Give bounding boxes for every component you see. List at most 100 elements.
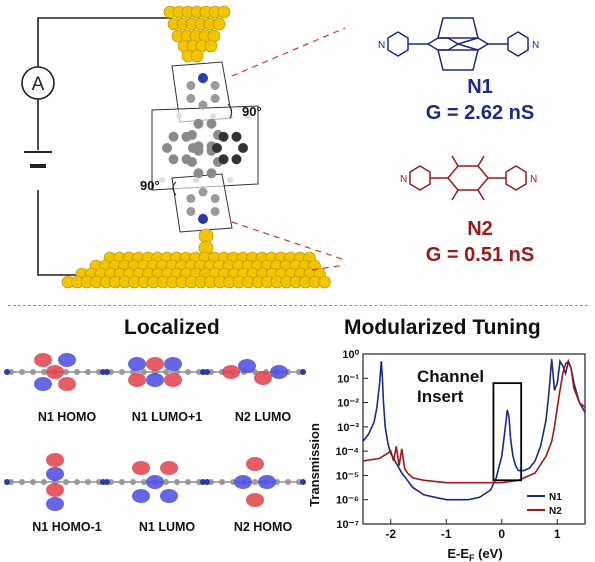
nitrogen-atom bbox=[198, 73, 208, 83]
ammeter-symbol: A bbox=[32, 74, 45, 95]
legend-label: N2 bbox=[549, 506, 562, 517]
y-tick-label: 10⁰ bbox=[342, 349, 359, 361]
tuning-title: Modularized Tuning bbox=[344, 316, 541, 339]
carbon-atom bbox=[186, 207, 196, 216]
carbon-atom bbox=[162, 143, 172, 153]
n2-label: N2 bbox=[467, 218, 493, 240]
carbon-atom bbox=[218, 154, 229, 165]
orbital-label-n2-lumo: N2 LUMO bbox=[234, 410, 292, 424]
insert-annotation: Insert bbox=[417, 387, 464, 406]
carbon-atom bbox=[231, 154, 242, 165]
y-tick-label: 10⁻³ bbox=[337, 422, 359, 434]
channel-annotation: Channel bbox=[417, 367, 484, 386]
hydrogen-atom bbox=[159, 177, 165, 183]
carbon-atom bbox=[210, 207, 220, 216]
orbital-thumbnail bbox=[104, 461, 206, 503]
orbital-label-n2-homo: N2 HOMO bbox=[233, 520, 293, 534]
y-tick-label: 10⁻⁵ bbox=[336, 470, 359, 482]
n1-structure bbox=[387, 17, 529, 71]
molecule-structures: N N N N bbox=[378, 17, 539, 201]
x-tick-label: 0 bbox=[498, 527, 505, 541]
orbital-label-n1-lumo-plus-1: N1 LUMO+1 bbox=[131, 410, 203, 424]
hydrogen-atom bbox=[210, 113, 216, 119]
carbon-atom bbox=[193, 145, 204, 156]
carbon-atom bbox=[186, 81, 196, 90]
ammeter: A bbox=[21, 66, 55, 100]
y-tick-label: 10⁻² bbox=[337, 398, 359, 410]
carbon-atom bbox=[187, 130, 197, 140]
orbital-label-n1-homo: N1 HOMO bbox=[37, 410, 97, 424]
carbon-atom bbox=[168, 131, 179, 142]
carbon-atom bbox=[186, 94, 196, 103]
hydrogen-atom bbox=[244, 113, 250, 119]
bottom-gold-electrode bbox=[61, 228, 331, 289]
carbon-atom bbox=[206, 168, 217, 179]
angle-bottom-label: 90° bbox=[140, 178, 160, 193]
molecule-planes bbox=[151, 61, 259, 233]
transmission-chart: Transmission E-EF (eV) Channel Insert -2… bbox=[307, 349, 586, 562]
carbon-atom bbox=[193, 118, 204, 129]
carbon-atom bbox=[212, 143, 222, 153]
orbital-label-n1-lumo: N1 LUMO bbox=[138, 520, 196, 534]
gold-atom bbox=[204, 39, 218, 53]
x-tick-label: 1 bbox=[554, 527, 561, 541]
carbon-atom bbox=[218, 131, 229, 142]
channel-insert-box bbox=[492, 382, 523, 482]
x-axis-label: E-EF (eV) bbox=[447, 546, 502, 562]
svg-text:N: N bbox=[530, 174, 537, 185]
carbon-atom bbox=[168, 154, 179, 165]
orbital-thumbnail bbox=[204, 457, 306, 507]
carbon-atom bbox=[187, 157, 197, 167]
orbital-label-n1-homo-1: N1 HOMO-1 bbox=[32, 520, 102, 534]
x-tick-label: -2 bbox=[385, 527, 396, 541]
gold-atom bbox=[190, 49, 204, 63]
carbon-atom bbox=[210, 94, 220, 103]
orbital-thumbnail bbox=[4, 353, 106, 391]
orbital-thumbnail bbox=[104, 357, 206, 387]
gold-atom bbox=[318, 275, 331, 289]
localized-title: Localized bbox=[124, 316, 220, 339]
svg-text:N: N bbox=[400, 174, 407, 185]
nitrogen-atom bbox=[198, 214, 208, 224]
carbon-atom bbox=[198, 187, 208, 197]
y-axis-label: Transmission bbox=[307, 423, 322, 507]
dashed-guides bbox=[231, 27, 346, 271]
n1-conductance: G = 2.62 nS bbox=[425, 102, 535, 124]
carbon-atom bbox=[231, 131, 242, 142]
n2-conductance: G = 0.51 nS bbox=[425, 244, 535, 266]
carbon-atom bbox=[210, 194, 220, 203]
gold-atom bbox=[217, 5, 231, 19]
gold-atom bbox=[212, 17, 226, 31]
battery-symbol bbox=[24, 151, 52, 168]
orbital-grid bbox=[4, 353, 306, 511]
circuit-wire bbox=[37, 17, 172, 276]
carbon-atom bbox=[186, 194, 196, 203]
junction-schematic: A 90° 90° bbox=[21, 5, 346, 289]
legend-label: N1 bbox=[549, 492, 562, 503]
carbon-atom bbox=[193, 168, 204, 179]
svg-text:N: N bbox=[378, 40, 385, 51]
series-line-n1 bbox=[362, 358, 586, 501]
carbon-atom bbox=[210, 81, 220, 90]
section-divider bbox=[8, 305, 588, 306]
top-gold-electrode bbox=[163, 5, 231, 63]
carbon-atom bbox=[238, 143, 248, 153]
carbon-atom bbox=[206, 118, 217, 129]
x-tick-label: -1 bbox=[441, 527, 452, 541]
n1-label: N1 bbox=[467, 76, 493, 98]
orbital-thumbnail bbox=[204, 359, 306, 385]
svg-text:N: N bbox=[532, 40, 539, 51]
molecule-atoms bbox=[159, 73, 250, 224]
angle-top-label: 90° bbox=[242, 104, 262, 119]
hydrogen-atom bbox=[193, 177, 199, 183]
series-line-n2 bbox=[362, 359, 586, 484]
carbon-atom bbox=[198, 100, 208, 110]
plot-frame bbox=[362, 353, 586, 525]
orbital-thumbnail bbox=[4, 453, 106, 511]
hydrogen-atom bbox=[176, 113, 182, 119]
n2-structure bbox=[409, 155, 527, 201]
y-tick-label: 10⁻⁴ bbox=[336, 446, 359, 458]
y-tick-label: 10⁻¹ bbox=[337, 373, 359, 385]
y-tick-label: 10⁻⁶ bbox=[336, 495, 359, 507]
hydrogen-atom bbox=[227, 177, 233, 183]
